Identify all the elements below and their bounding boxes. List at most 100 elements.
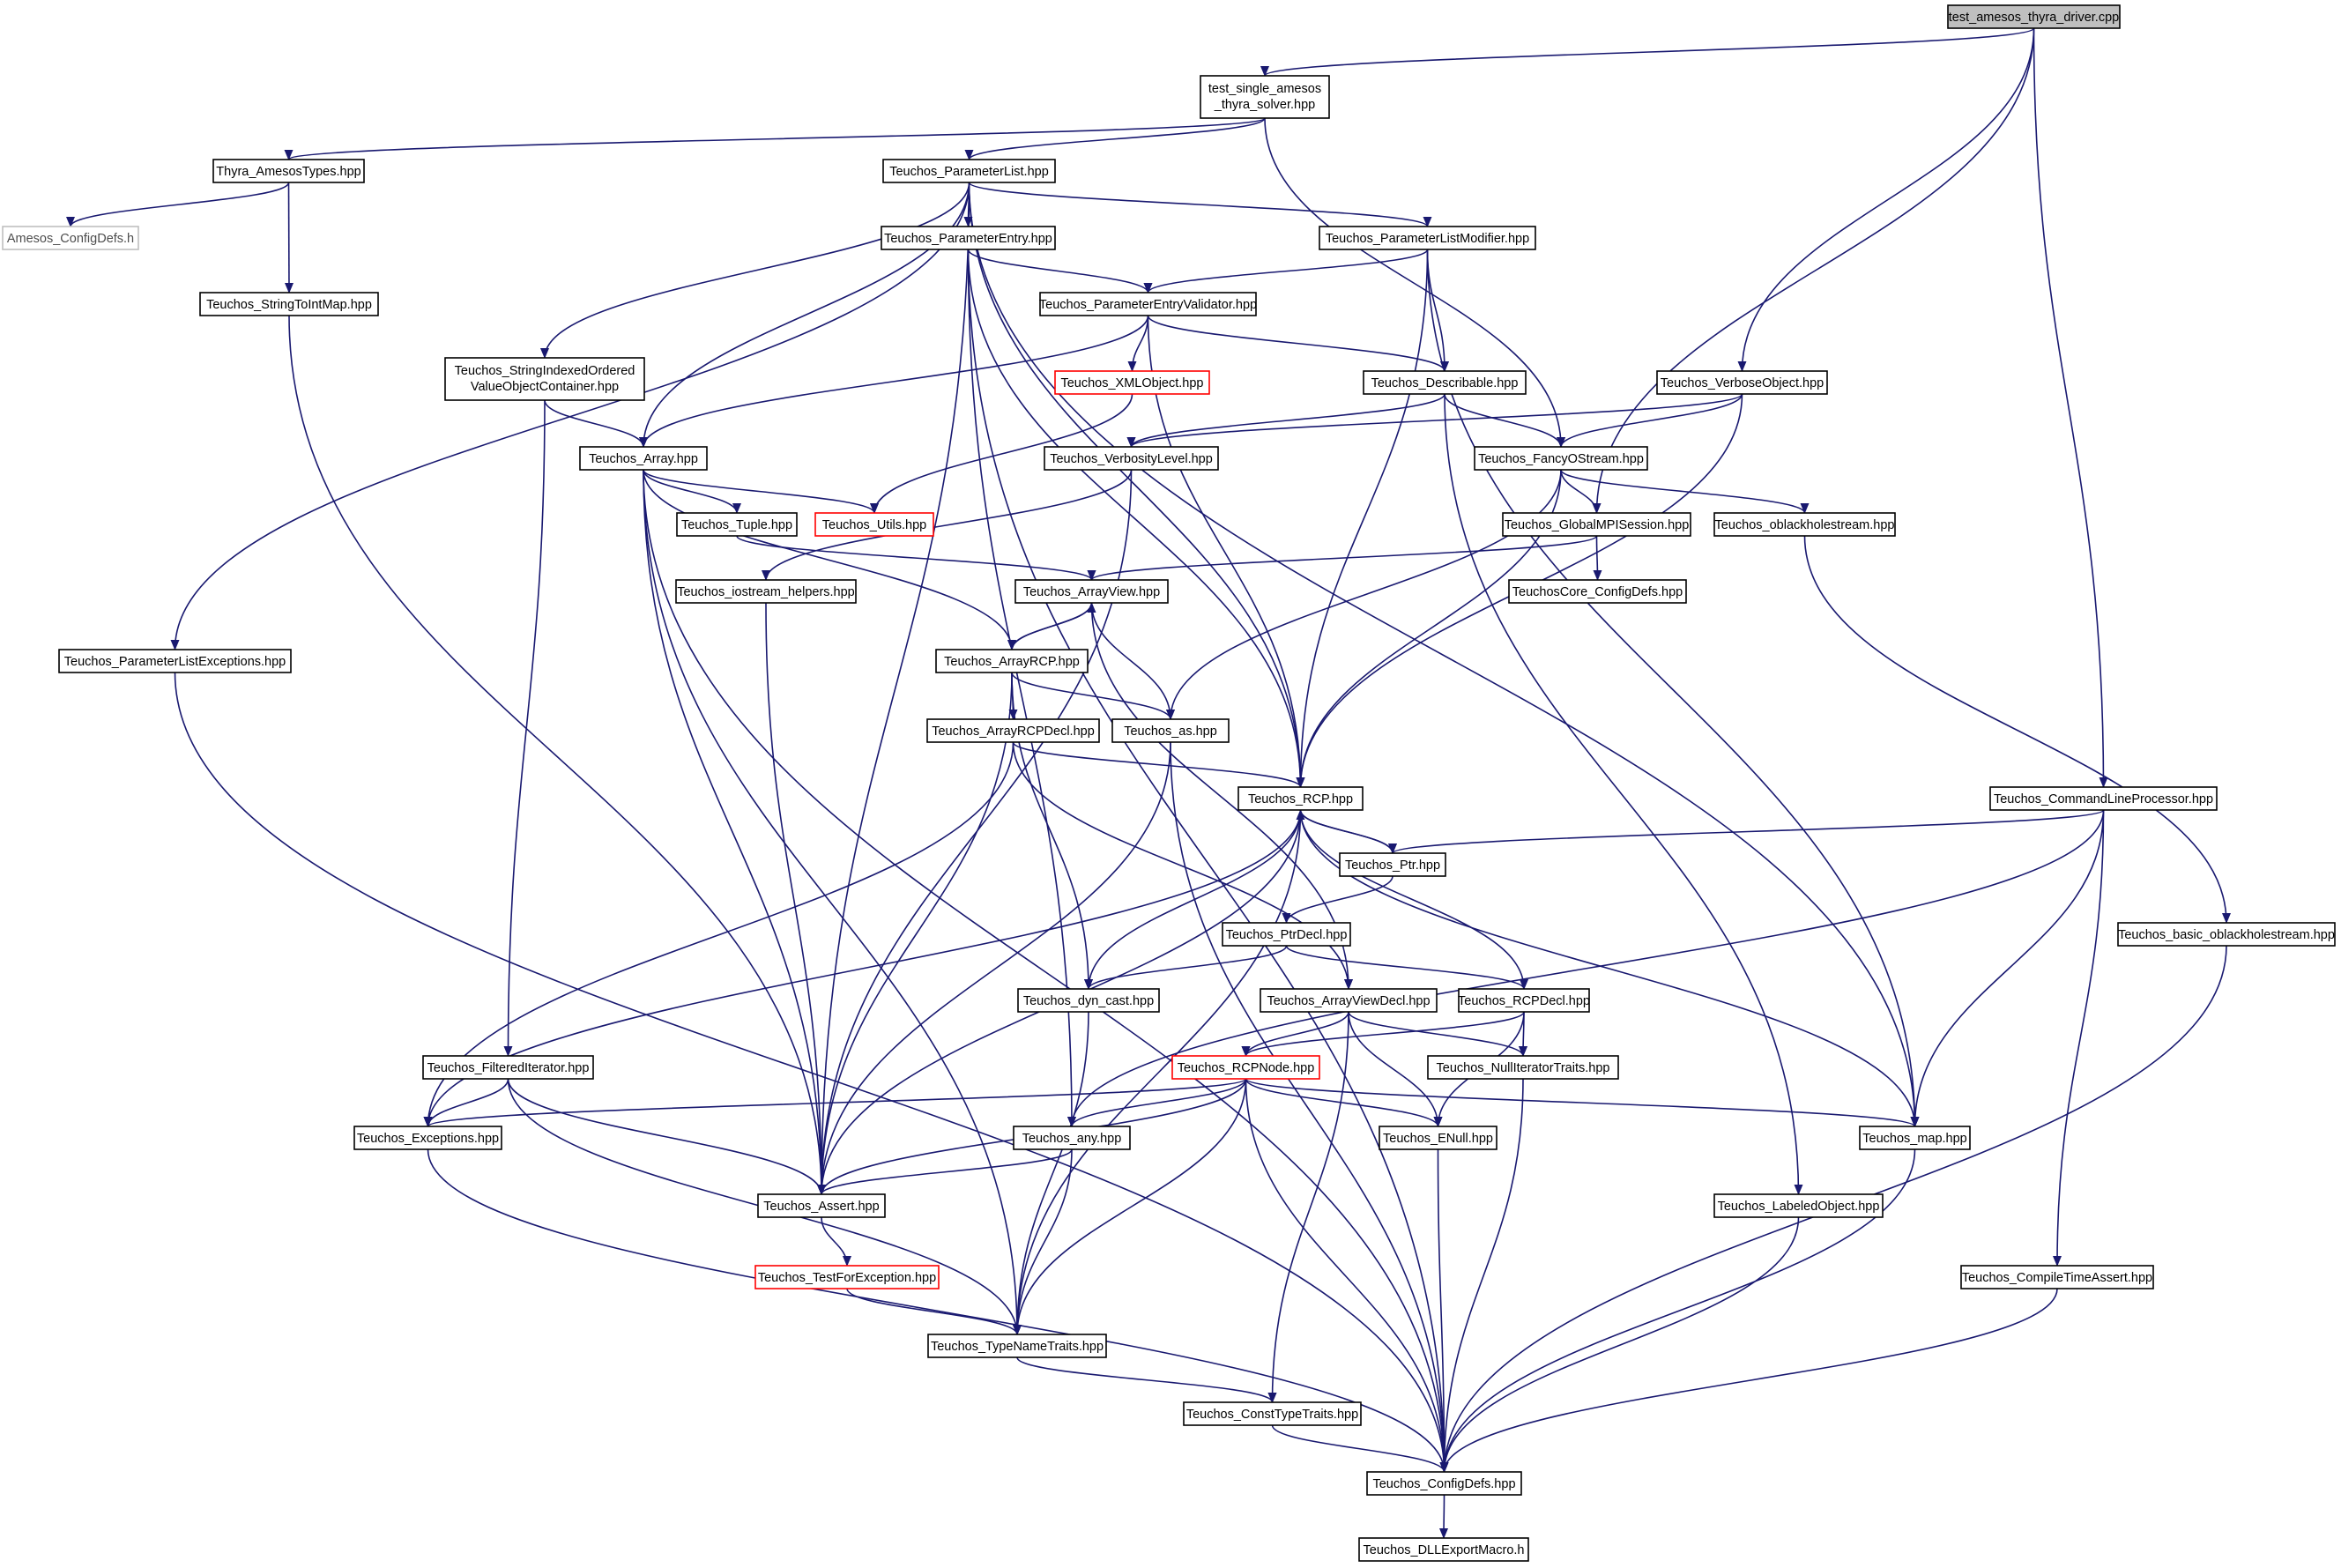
- node-label: test_single_amesos: [1208, 82, 1321, 96]
- node-teuchos-assert[interactable]: Teuchos_Assert.hpp: [757, 1193, 886, 1218]
- node-test-amesos-thyra-driver[interactable]: test_amesos_thyra_driver.cpp: [1947, 4, 2121, 29]
- node-teuchos-dllexport-macro[interactable]: Teuchos_DLLExportMacro.h: [1358, 1537, 1529, 1562]
- node-teuchos-type-name-traits[interactable]: Teuchos_TypeNameTraits.hpp: [927, 1334, 1107, 1358]
- node-label: test_amesos_thyra_driver.cpp: [1949, 11, 2119, 25]
- node-thyra-amesos-types[interactable]: Thyra_AmesosTypes.hpp: [212, 159, 365, 183]
- node-teuchos-array-rcpdecl[interactable]: Teuchos_ArrayRCPDecl.hpp: [926, 718, 1100, 743]
- node-label: Teuchos_ParameterListModifier.hpp: [1326, 232, 1529, 246]
- node-teuchos-config-defs[interactable]: Teuchos_ConfigDefs.hpp: [1366, 1471, 1522, 1496]
- node-teuchos-rcpdecl[interactable]: Teuchos_RCPDecl.hpp: [1458, 988, 1590, 1013]
- node-label: Teuchos_StringIndexedOrdered: [455, 364, 635, 378]
- node-teuchos-string-indexed-ordered[interactable]: Teuchos_StringIndexedOrderedValueObjectC…: [444, 357, 645, 401]
- node-teuchos-array[interactable]: Teuchos_Array.hpp: [579, 446, 708, 471]
- node-box: [882, 159, 1056, 183]
- node-teuchos-map[interactable]: Teuchos_map.hpp: [1859, 1126, 1971, 1150]
- edge-teuchos-string-indexed-ordered-to-teuchos-filtered-iterator: [503, 399, 546, 1057]
- edge-teuchos-fancy-ostream-to-teuchos-global-mpisession: [1560, 469, 1602, 514]
- edge-teuchos-array-rcp-to-teuchos-assert: [817, 672, 1013, 1195]
- node-label: Teuchos_StringToIntMap.hpp: [206, 298, 372, 312]
- node-box: [2, 226, 139, 250]
- node-teuchos-ptr-decl[interactable]: Teuchos_PtrDecl.hpp: [1222, 922, 1351, 947]
- node-box: [444, 357, 645, 401]
- node-box: [1339, 852, 1446, 877]
- node-teuchos-dyn-cast[interactable]: Teuchos_dyn_cast.hpp: [1017, 988, 1160, 1013]
- node-teuchos-array-view[interactable]: Teuchos_ArrayView.hpp: [1014, 579, 1169, 604]
- edge-teuchos-xmlobject-to-teuchos-utils: [870, 393, 1133, 514]
- node-label: Teuchos_Exceptions.hpp: [357, 1132, 499, 1146]
- node-box: [675, 579, 857, 604]
- node-label: Teuchos_oblackholestream.hpp: [1715, 518, 1895, 532]
- edge-teuchos-array-rcp-to-teuchos-array-view: [1011, 602, 1096, 650]
- node-teuchos-array-view-decl[interactable]: Teuchos_ArrayViewDecl.hpp: [1260, 988, 1438, 1013]
- node-teuchos-parameter-entry[interactable]: Teuchos_ParameterEntry.hpp: [881, 226, 1056, 250]
- edge-teuchos-array-view-decl-to-teuchos-enull: [1348, 1011, 1443, 1127]
- node-teuchos-iostream-helpers[interactable]: Teuchos_iostream_helpers.hpp: [675, 579, 857, 604]
- node-teuchos-any[interactable]: Teuchos_any.hpp: [1013, 1126, 1131, 1150]
- node-amesos-config-defs[interactable]: Amesos_ConfigDefs.h: [2, 226, 139, 250]
- edge-teuchos-parameter-list-to-teuchos-parameter-list-modifier: [968, 182, 1432, 227]
- edge-teuchos-command-line-processor-to-teuchos-map: [1910, 809, 2105, 1127]
- node-teuchos-command-line-processor[interactable]: Teuchos_CommandLineProcessor.hpp: [1989, 786, 2218, 811]
- node-teuchos-describable[interactable]: Teuchos_Describable.hpp: [1363, 370, 1527, 395]
- node-teuchos-xmlobject[interactable]: Teuchos_XMLObject.hpp: [1054, 370, 1210, 395]
- node-box: [1054, 370, 1210, 395]
- node-teuchos-const-type-traits[interactable]: Teuchos_ConstTypeTraits.hpp: [1183, 1401, 1362, 1426]
- node-teuchos-parameter-list-exceptions[interactable]: Teuchos_ParameterListExceptions.hpp: [58, 649, 292, 673]
- node-label: Teuchos_VerbosityLevel.hpp: [1050, 452, 1213, 466]
- edge-teuchos-parameter-entry-validator-to-teuchos-describable: [1147, 315, 1449, 372]
- edge-teuchos-global-mpisession-to-teuchos-array-view: [1087, 535, 1598, 581]
- edge-teuchos-map-to-teuchos-config-defs: [1439, 1148, 1916, 1473]
- node-teuchos-core-config-defs[interactable]: TeuchosCore_ConfigDefs.hpp: [1508, 579, 1687, 604]
- node-teuchos-parameter-list[interactable]: Teuchos_ParameterList.hpp: [882, 159, 1056, 183]
- node-box: [1044, 446, 1219, 471]
- node-teuchos-filtered-iterator[interactable]: Teuchos_FilteredIterator.hpp: [422, 1055, 594, 1080]
- node-label: Teuchos_ParameterEntry.hpp: [884, 232, 1052, 246]
- node-box: [814, 512, 934, 537]
- node-label: Teuchos_ConstTypeTraits.hpp: [1186, 1408, 1358, 1422]
- node-teuchos-as[interactable]: Teuchos_as.hpp: [1111, 718, 1230, 743]
- node-teuchos-labeled-object[interactable]: Teuchos_LabeledObject.hpp: [1713, 1193, 1884, 1218]
- node-box: [1183, 1401, 1362, 1426]
- node-label: Teuchos_Describable.hpp: [1371, 376, 1519, 390]
- edge-teuchos-array-rcpdecl-to-teuchos-rcp: [1012, 741, 1305, 788]
- node-teuchos-utils[interactable]: Teuchos_Utils.hpp: [814, 512, 934, 537]
- node-teuchos-parameter-entry-validator[interactable]: Teuchos_ParameterEntryValidator.hpp: [1039, 292, 1257, 316]
- node-teuchos-null-iterator-traits[interactable]: Teuchos_NullIteratorTraits.hpp: [1427, 1055, 1619, 1080]
- node-label: Teuchos_VerboseObject.hpp: [1661, 376, 1824, 390]
- edge-teuchos-parameter-list-to-teuchos-parameter-list-exceptions: [170, 182, 970, 650]
- node-label: Teuchos_as.hpp: [1124, 725, 1217, 739]
- node-teuchos-oblackholestream[interactable]: Teuchos_oblackholestream.hpp: [1713, 512, 1896, 537]
- node-test-single-amesos[interactable]: test_single_amesos_thyra_solver.hpp: [1200, 75, 1330, 119]
- node-teuchos-string-to-int-map[interactable]: Teuchos_StringToIntMap.hpp: [199, 292, 379, 316]
- node-teuchos-global-mpisession[interactable]: Teuchos_GlobalMPISession.hpp: [1502, 512, 1691, 537]
- node-teuchos-rcp[interactable]: Teuchos_RCP.hpp: [1237, 786, 1364, 811]
- edge-teuchos-fancy-ostream-to-teuchos-oblackholestream: [1560, 469, 1810, 514]
- node-teuchos-array-rcp[interactable]: Teuchos_ArrayRCP.hpp: [935, 649, 1089, 673]
- node-teuchos-basic-oblackholestream[interactable]: Teuchos_basic_oblackholestream.hpp: [2117, 922, 2336, 947]
- edge-teuchos-rcp-to-teuchos-rcpdecl: [1299, 809, 1528, 990]
- node-teuchos-rcpnode[interactable]: Teuchos_RCPNode.hpp: [1171, 1055, 1320, 1080]
- edge-teuchos-any-to-teuchos-assert: [817, 1148, 1073, 1195]
- node-teuchos-exceptions[interactable]: Teuchos_Exceptions.hpp: [353, 1126, 502, 1150]
- node-teuchos-ptr[interactable]: Teuchos_Ptr.hpp: [1339, 852, 1446, 877]
- node-teuchos-verbose-object[interactable]: Teuchos_VerboseObject.hpp: [1656, 370, 1828, 395]
- edge-teuchos-const-type-traits-to-teuchos-config-defs: [1271, 1424, 1449, 1473]
- node-box: [212, 159, 365, 183]
- node-box: [1379, 1126, 1497, 1150]
- node-label: Teuchos_ParameterListExceptions.hpp: [64, 655, 286, 669]
- node-teuchos-fancy-ostream[interactable]: Teuchos_FancyOStream.hpp: [1474, 446, 1648, 471]
- edge-teuchos-rcpnode-to-teuchos-map: [1245, 1078, 1920, 1127]
- node-teuchos-compile-time-assert[interactable]: Teuchos_CompileTimeAssert.hpp: [1960, 1265, 2154, 1289]
- node-box: [754, 1265, 940, 1289]
- node-teuchos-test-for-exception[interactable]: Teuchos_TestForException.hpp: [754, 1265, 940, 1289]
- node-box: [1319, 226, 1536, 250]
- node-box: [1458, 988, 1590, 1013]
- node-box: [58, 649, 292, 673]
- node-teuchos-verbosity-level[interactable]: Teuchos_VerbosityLevel.hpp: [1044, 446, 1219, 471]
- edge-teuchos-parameter-list-to-teuchos-array: [639, 182, 970, 448]
- node-box: [353, 1126, 502, 1150]
- node-teuchos-enull[interactable]: Teuchos_ENull.hpp: [1379, 1126, 1497, 1150]
- node-teuchos-parameter-list-modifier[interactable]: Teuchos_ParameterListModifier.hpp: [1319, 226, 1536, 250]
- node-teuchos-tuple[interactable]: Teuchos_Tuple.hpp: [676, 512, 798, 537]
- node-label: Teuchos_CommandLineProcessor.hpp: [1994, 792, 2213, 806]
